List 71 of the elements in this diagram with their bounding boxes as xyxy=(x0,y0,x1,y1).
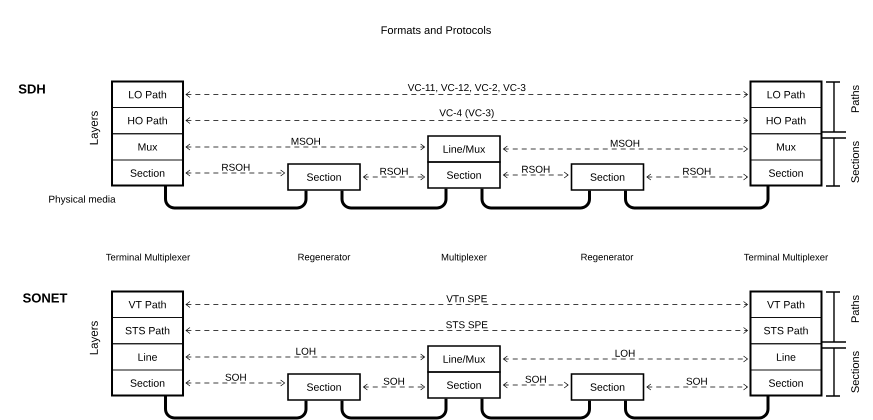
arrow xyxy=(185,91,748,98)
arrow xyxy=(185,144,426,150)
layer-box: Section xyxy=(427,161,501,189)
edge-label: STS SPE xyxy=(446,321,488,328)
edge-label: MSOH xyxy=(292,138,320,145)
layer-box: Mux xyxy=(750,134,822,160)
layer-box: Section xyxy=(570,163,644,191)
layer-box: VT Path xyxy=(750,291,822,318)
device-label: Regenerator xyxy=(581,254,634,262)
arrow xyxy=(646,174,748,180)
device-label: Regenerator xyxy=(298,254,350,262)
bracket-label: Paths xyxy=(850,85,860,112)
media-label: Physical media xyxy=(49,195,116,205)
bracket-label: Paths xyxy=(850,295,860,322)
device-label: Terminal Multiplexer xyxy=(744,254,828,262)
section-heading: SONET xyxy=(23,293,68,303)
edge-label: SOH xyxy=(686,378,707,385)
arrow xyxy=(185,354,426,360)
layer-box: Section xyxy=(570,373,644,401)
edge-label: SOH xyxy=(525,376,546,383)
edge-label: VC-4 (VC-3) xyxy=(439,108,494,118)
layer-box: Section xyxy=(287,373,361,401)
arrow xyxy=(502,146,748,152)
edge-label: RSOH xyxy=(222,164,250,171)
layer-box: STS Path xyxy=(112,317,184,344)
layer-box: Section xyxy=(112,160,184,186)
edge-label: MSOH xyxy=(610,140,640,147)
bracket-label: Sections xyxy=(850,141,860,183)
edge-label: RSOH xyxy=(683,168,710,175)
edge-label: RSOH xyxy=(522,166,550,173)
arrow xyxy=(362,384,426,390)
layer-box: Section xyxy=(112,370,184,396)
section-heading: SDH xyxy=(18,84,45,94)
layer-box: HO Path xyxy=(750,107,822,134)
arrow xyxy=(185,170,286,176)
arrow xyxy=(185,301,748,308)
edge-label: VC-11, VC-12, VC-2, VC-3 xyxy=(408,84,526,92)
axis-label: Layers xyxy=(90,321,100,354)
layer-box: Section xyxy=(427,371,501,399)
layer-box: Section xyxy=(287,163,361,191)
arrow xyxy=(185,117,748,124)
layer-box: Line/Mux xyxy=(427,345,501,373)
arrow xyxy=(362,174,426,180)
layer-box: HO Path xyxy=(112,107,184,134)
layer-box: Line/Mux xyxy=(427,135,501,163)
arrow xyxy=(502,382,569,388)
arrow xyxy=(646,384,748,390)
layer-box: VT Path xyxy=(112,291,184,318)
arrow xyxy=(502,172,569,178)
layer-box: Line xyxy=(750,344,822,370)
layer-box: Section xyxy=(750,160,822,186)
edge-label: RSOH xyxy=(380,168,408,175)
bracket-label: Sections xyxy=(850,351,860,393)
arrow xyxy=(502,356,748,362)
edge-label: LOH xyxy=(296,348,316,355)
device-label: Multiplexer xyxy=(442,254,487,262)
layer-box: Section xyxy=(750,370,822,396)
device-label: Terminal Multiplexer xyxy=(106,254,190,262)
edge-label: LOH xyxy=(616,350,634,357)
arrow xyxy=(185,327,748,334)
layer-box: STS Path xyxy=(750,317,822,344)
edge-label: VTn SPE xyxy=(446,295,487,302)
layer-box: Mux xyxy=(112,134,184,160)
layer-box: Line xyxy=(112,344,184,370)
axis-label: Layers xyxy=(90,111,100,144)
layer-box: LO Path xyxy=(112,81,184,108)
title: Formats and Protocols xyxy=(382,26,491,34)
edge-label: SOH xyxy=(225,374,246,381)
edge-label: SOH xyxy=(384,378,404,385)
arrow xyxy=(185,380,286,386)
layer-box: LO Path xyxy=(750,81,822,108)
